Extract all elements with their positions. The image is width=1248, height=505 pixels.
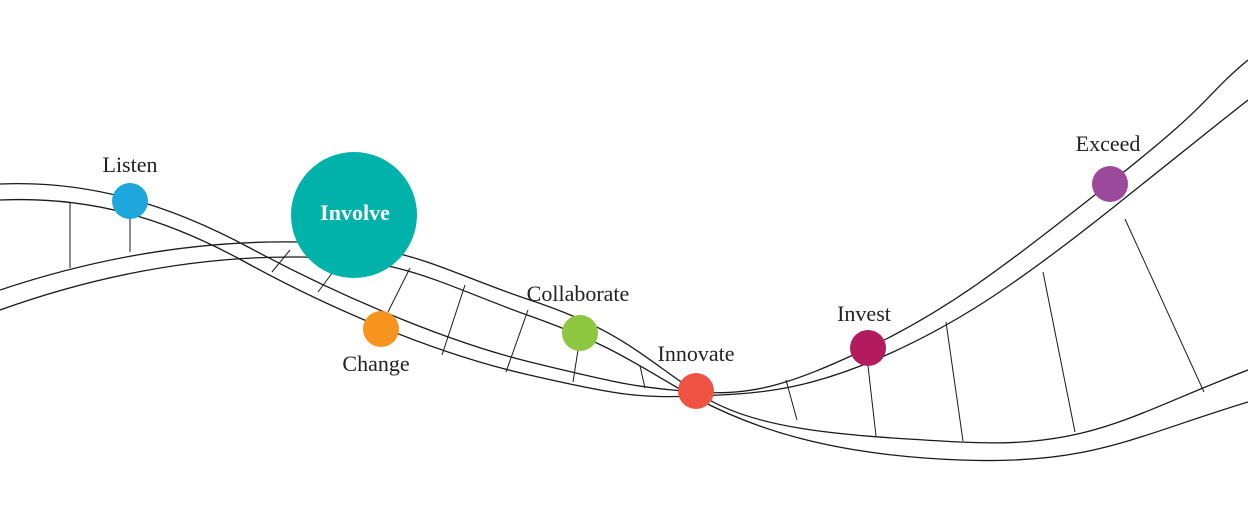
rung [945, 321, 964, 442]
rung [271, 249, 291, 273]
involve-dot [291, 152, 417, 278]
milestone-listen[interactable]: Listen [103, 152, 158, 219]
exceed-label: Exceed [1076, 131, 1141, 156]
milestone-change[interactable]: Change [342, 311, 410, 376]
collaborate-label: Collaborate [527, 281, 630, 306]
change-dot [363, 311, 399, 347]
collaborate-dot [562, 315, 598, 351]
strand-b [0, 241, 1248, 462]
milestone-exceed[interactable]: Exceed [1076, 131, 1141, 202]
rung [441, 284, 466, 356]
involve-label: Involve [320, 200, 390, 225]
rung [1124, 218, 1205, 393]
milestone-collaborate[interactable]: Collaborate [527, 281, 630, 351]
rung [785, 379, 798, 421]
listen-dot [112, 183, 148, 219]
innovate-label: Innovate [658, 341, 735, 366]
rung [387, 267, 411, 313]
milestone-involve[interactable]: Involve [291, 152, 417, 278]
innovate-dot [678, 373, 714, 409]
milestone-innovate[interactable]: Innovate [658, 341, 735, 409]
invest-label: Invest [837, 301, 891, 326]
change-label: Change [342, 351, 409, 376]
rung [317, 271, 334, 293]
rung [867, 365, 877, 437]
rung [1042, 271, 1076, 433]
listen-label: Listen [103, 152, 158, 177]
exceed-dot [1092, 166, 1128, 202]
strand-a [0, 59, 1248, 398]
milestone-invest[interactable]: Invest [837, 301, 891, 366]
rung [639, 365, 646, 389]
invest-dot [850, 330, 886, 366]
rung [505, 309, 529, 373]
ladder-rungs [69, 202, 1205, 442]
rung [572, 349, 579, 383]
